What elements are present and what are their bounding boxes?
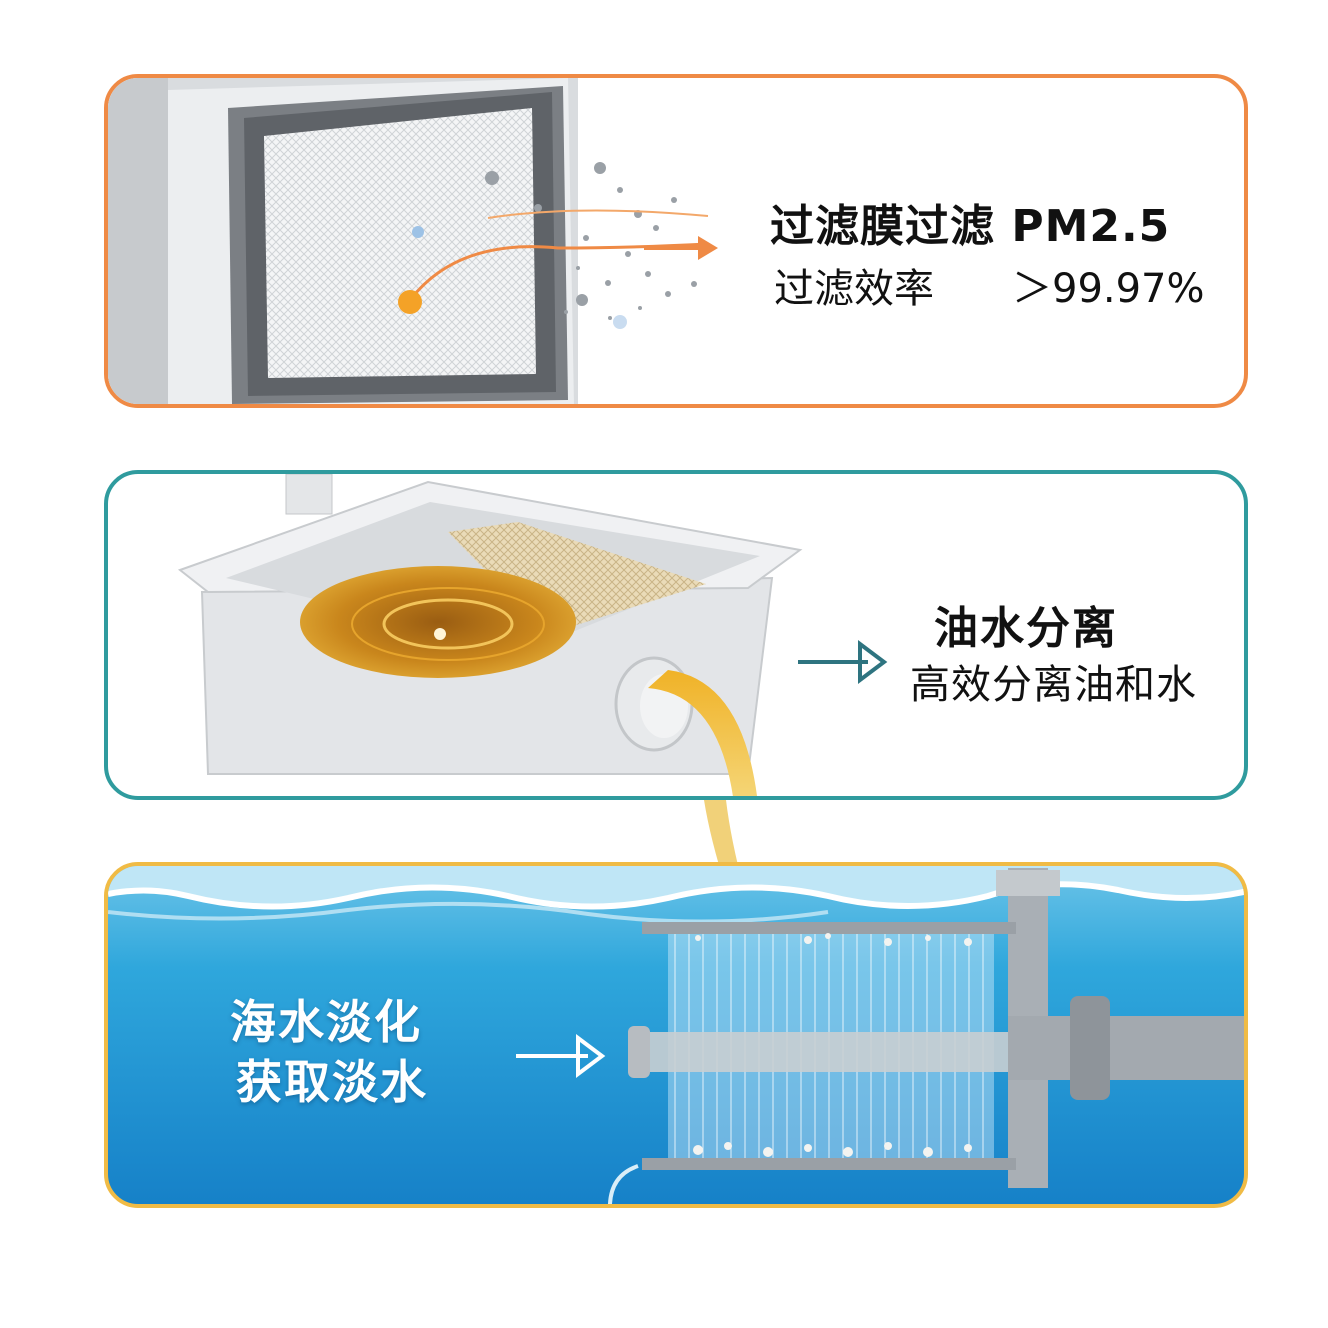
desalination-panel <box>104 862 1248 1208</box>
oil-water-separation-title: 油水分离 <box>934 603 1118 654</box>
desalination-membrane-illustration <box>108 866 1244 1204</box>
filter-efficiency-value: ＞99.97% <box>1012 266 1205 312</box>
pm25-filter-panel <box>104 74 1248 408</box>
particle-flow-arrow <box>644 236 718 260</box>
desalination-subtitle: 获取淡水 <box>236 1055 428 1109</box>
oil-water-separator-tank-illustration <box>177 474 888 796</box>
arrow-right-icon <box>798 640 888 684</box>
air-filter-illustration <box>108 78 718 404</box>
filter-efficiency-label: 过滤效率 <box>774 266 934 312</box>
pm25-filter-title: 过滤膜过滤 PM2.5 <box>770 201 1171 252</box>
arrow-right-icon <box>516 1034 606 1078</box>
desalination-title: 海水淡化 <box>230 995 422 1049</box>
oil-water-separation-panel <box>104 470 1248 800</box>
oil-water-separation-subtitle: 高效分离油和水 <box>910 662 1197 708</box>
